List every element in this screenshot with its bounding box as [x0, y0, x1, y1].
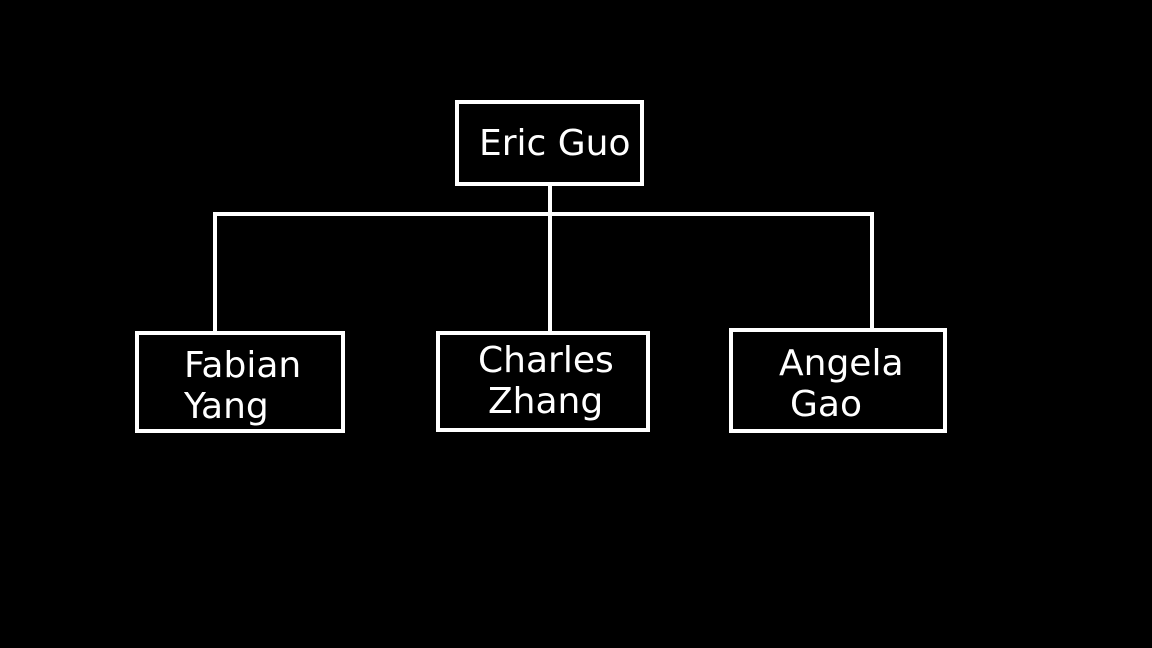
node-angela-gao: Angela Gao — [729, 328, 947, 433]
node-angela-gao-label-line-1: Angela — [779, 343, 904, 384]
node-fabian-yang-label-line-2: Yang — [184, 386, 269, 427]
node-eric-guo-label: Eric Guo — [479, 123, 631, 164]
node-fabian-yang-label-line-1: Fabian — [184, 345, 302, 386]
node-charles-zhang-label-line-2: Zhang — [488, 381, 604, 422]
node-angela-gao-label-line-2: Gao — [790, 384, 862, 425]
node-eric-guo: Eric Guo — [455, 100, 644, 186]
node-fabian-yang: Fabian Yang — [135, 331, 345, 433]
node-charles-zhang-label-line-1: Charles — [478, 340, 614, 381]
node-charles-zhang: Charles Zhang — [436, 331, 650, 432]
